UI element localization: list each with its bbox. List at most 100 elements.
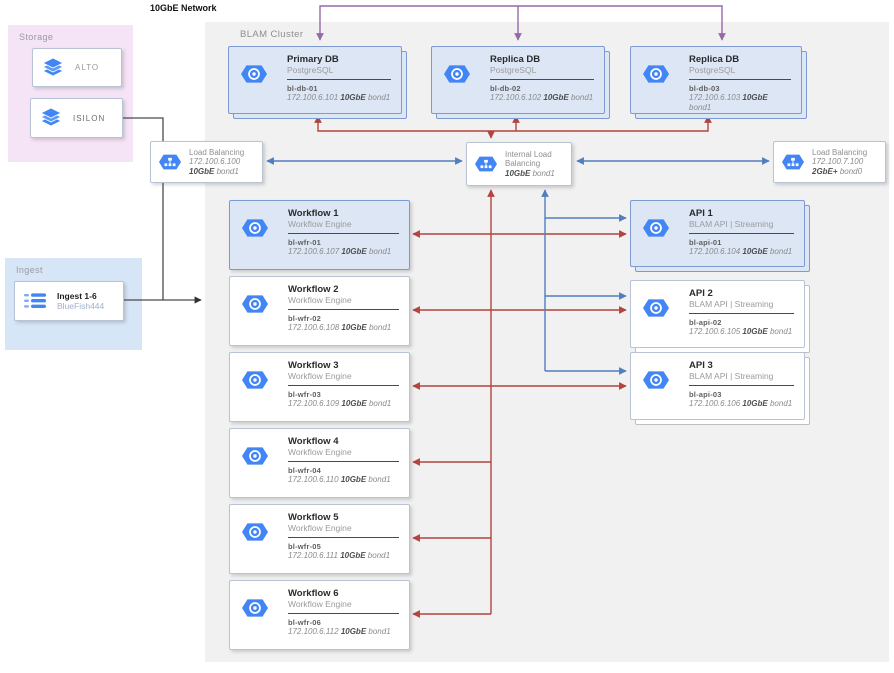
load-balancer-right: Load Balancing 172.100.7.100 2GbE+ bond0 bbox=[773, 141, 886, 183]
api-node-3: API 3 BLAM API | Streaming bl-api-03 172… bbox=[630, 352, 805, 420]
workflow-hexagon-icon bbox=[242, 598, 268, 618]
node-subtitle: PostgreSQL bbox=[689, 65, 736, 75]
node-address: 172.100.6.110 10GbE bond1 bbox=[288, 475, 391, 484]
node-hostname: bl-api-01 bbox=[689, 238, 722, 247]
node-address: 172.100.6.108 10GbE bond1 bbox=[288, 323, 392, 332]
lb-title: Internal Load Balancing bbox=[505, 149, 552, 169]
node-subtitle: Workflow Engine bbox=[288, 371, 352, 381]
node-title: Workflow 4 bbox=[288, 436, 339, 447]
replica-db-node-1: Replica DB PostgreSQL bl-db-02 172.100.6… bbox=[431, 46, 605, 114]
workflow-node-4: Workflow 4 Workflow Engine bl-wfr-04 172… bbox=[229, 428, 410, 498]
storage-node-label: ISILON bbox=[73, 113, 106, 123]
node-address: 172.100.6.104 10GbE bond1 bbox=[689, 247, 793, 256]
load-balancer-left: Load Balancing 172.100.6.100 10GbE bond1 bbox=[150, 141, 263, 183]
workflow-node-6: Workflow 6 Workflow Engine bl-wfr-06 172… bbox=[229, 580, 410, 650]
divider bbox=[689, 79, 791, 80]
node-subtitle: PostgreSQL bbox=[287, 65, 334, 75]
database-hexagon-icon bbox=[444, 64, 470, 84]
divider bbox=[287, 79, 391, 80]
workflow-node-1: Workflow 1 Workflow Engine bl-wfr-01 172… bbox=[229, 200, 410, 270]
workflow-hexagon-icon bbox=[242, 370, 268, 390]
load-balancer-hexagon-icon bbox=[159, 154, 181, 170]
ingest-node-subtitle: BlueFish444 bbox=[57, 301, 105, 311]
api-hexagon-icon bbox=[643, 370, 669, 390]
divider bbox=[288, 233, 399, 234]
blam-cluster-label: BLAM Cluster bbox=[240, 29, 304, 40]
workflow-hexagon-icon bbox=[242, 522, 268, 542]
storage-group: Storage bbox=[8, 25, 133, 162]
node-title: API 3 bbox=[689, 360, 713, 371]
divider bbox=[288, 613, 399, 614]
workflow-node-3: Workflow 3 Workflow Engine bl-wfr-03 172… bbox=[229, 352, 410, 422]
workflow-hexagon-icon bbox=[242, 294, 268, 314]
divider bbox=[288, 537, 399, 538]
node-title: Workflow 6 bbox=[288, 588, 339, 599]
ingest-stream-icon bbox=[24, 293, 46, 308]
node-title: API 1 bbox=[689, 208, 713, 219]
primary-db-node: Primary DB PostgreSQL bl-db-01 172.100.6… bbox=[228, 46, 402, 114]
node-address: 172.100.6.106 10GbE bond1 bbox=[689, 399, 793, 408]
node-title: Workflow 3 bbox=[288, 360, 339, 371]
node-title: Replica DB bbox=[689, 54, 740, 65]
node-hostname: bl-wfr-06 bbox=[288, 618, 322, 627]
node-subtitle: BLAM API | Streaming bbox=[689, 371, 774, 381]
storage-node-alto: ALTO bbox=[32, 48, 122, 87]
storage-layers-icon bbox=[40, 107, 62, 127]
ingest-node-title: Ingest 1-6 bbox=[57, 291, 97, 301]
load-balancer-hexagon-icon bbox=[782, 154, 804, 170]
node-hostname: bl-db-01 bbox=[287, 84, 318, 93]
node-hostname: bl-wfr-02 bbox=[288, 314, 322, 323]
lb-ip: 172.100.6.100 bbox=[189, 157, 241, 167]
node-subtitle: Workflow Engine bbox=[288, 523, 352, 533]
node-title: API 2 bbox=[689, 288, 713, 299]
node-subtitle: BLAM API | Streaming bbox=[689, 219, 774, 229]
ingest-node: Ingest 1-6 BlueFish444 bbox=[14, 281, 124, 321]
storage-node-isilon: ISILON bbox=[30, 98, 123, 138]
node-title: Workflow 1 bbox=[288, 208, 339, 219]
node-hostname: bl-wfr-05 bbox=[288, 542, 322, 551]
database-hexagon-icon bbox=[643, 64, 669, 84]
node-address: 172.100.6.107 10GbE bond1 bbox=[288, 247, 392, 256]
divider bbox=[689, 233, 794, 234]
load-balancer-internal: Internal Load Balancing 10GbE bond1 bbox=[466, 142, 572, 186]
workflow-node-5: Workflow 5 Workflow Engine bl-wfr-05 172… bbox=[229, 504, 410, 574]
node-subtitle: BLAM API | Streaming bbox=[689, 299, 774, 309]
workflow-node-2: Workflow 2 Workflow Engine bl-wfr-02 172… bbox=[229, 276, 410, 346]
ingest-group-label: Ingest bbox=[16, 265, 43, 275]
node-subtitle: Workflow Engine bbox=[288, 295, 352, 305]
node-address: 172.100.6.109 10GbE bond1 bbox=[288, 399, 392, 408]
api-hexagon-icon bbox=[643, 298, 669, 318]
diagram-title: 10GbE Network bbox=[150, 3, 217, 13]
node-title: Primary DB bbox=[287, 54, 339, 65]
node-subtitle: Workflow Engine bbox=[288, 599, 352, 609]
node-hostname: bl-wfr-04 bbox=[288, 466, 322, 475]
node-address: 172.100.6.112 10GbE bond1 bbox=[288, 627, 391, 636]
node-title: Workflow 2 bbox=[288, 284, 339, 295]
storage-group-label: Storage bbox=[19, 32, 54, 42]
workflow-hexagon-icon bbox=[242, 218, 268, 238]
node-hostname: bl-wfr-03 bbox=[288, 390, 322, 399]
node-address: 172.100.6.101 10GbE bond1 bbox=[287, 93, 391, 102]
node-subtitle: PostgreSQL bbox=[490, 65, 537, 75]
lb-nic: 2GbE+ bond0 bbox=[812, 166, 863, 176]
divider bbox=[490, 79, 594, 80]
storage-layers-icon bbox=[42, 57, 64, 76]
divider bbox=[689, 385, 794, 386]
lb-title: Load Balancing bbox=[189, 147, 245, 157]
workflow-hexagon-icon bbox=[242, 446, 268, 466]
storage-node-label: ALTO bbox=[75, 63, 100, 72]
node-address: 172.100.6.103 10GbE bond1 bbox=[689, 93, 768, 112]
load-balancer-hexagon-icon bbox=[475, 156, 497, 172]
node-title: Workflow 5 bbox=[288, 512, 339, 523]
lb-title: Load Balancing bbox=[812, 147, 868, 157]
node-subtitle: Workflow Engine bbox=[288, 219, 352, 229]
node-address: 172.100.6.111 10GbE bond1 bbox=[288, 551, 391, 560]
divider bbox=[288, 461, 399, 462]
node-address: 172.100.6.105 10GbE bond1 bbox=[689, 327, 793, 336]
api-hexagon-icon bbox=[643, 218, 669, 238]
divider bbox=[689, 313, 794, 314]
replica-db-node-2: Replica DB PostgreSQL bl-db-03 172.100.6… bbox=[630, 46, 802, 114]
api-node-2: API 2 BLAM API | Streaming bl-api-02 172… bbox=[630, 280, 805, 348]
divider bbox=[288, 385, 399, 386]
api-node-1: API 1 BLAM API | Streaming bl-api-01 172… bbox=[630, 200, 805, 267]
